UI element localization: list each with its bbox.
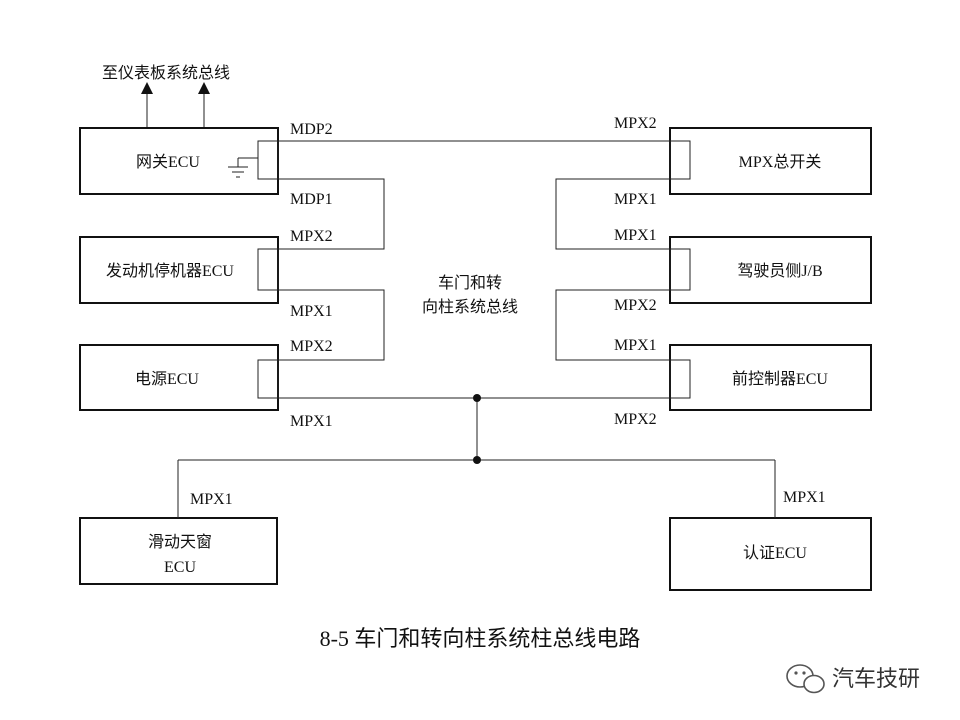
power-ecu-label: 电源ECU	[135, 370, 199, 388]
port-label-pwr-mpx1: MPX1	[290, 413, 333, 430]
power-port	[257, 359, 279, 399]
port-label-pwr-mpx2: MPX2	[290, 338, 333, 355]
port-label-gw-mdp1: MDP1	[290, 191, 333, 208]
dashboard-bus-arrows	[141, 82, 210, 128]
port-label-eng-mpx1: MPX1	[290, 303, 333, 320]
port-label-eng-mpx2: MPX2	[290, 228, 333, 245]
engine-immobiliser-ecu-label: 发动机停机器ECU	[106, 262, 234, 280]
port-label-sw-mpx1: MPX1	[614, 191, 657, 208]
gateway-ecu-label: 网关ECU	[136, 153, 200, 171]
wechat-icon	[786, 664, 825, 694]
port-label-fc-mpx2: MPX2	[614, 411, 657, 428]
ground-icon	[228, 157, 258, 178]
front-controller-ecu-box	[669, 344, 872, 411]
engine-immobiliser-ecu-box	[79, 236, 279, 304]
driver-side-jb-label: 驾驶员侧J/B	[737, 262, 822, 280]
center-bus-label-line2: 向柱系统总线	[422, 298, 518, 316]
dashboard-bus-label: 至仪表板系统总线	[102, 64, 230, 82]
figure-caption: 8-5 车门和转向柱系统柱总线电路	[320, 626, 641, 651]
port-label-fc-mpx1: MPX1	[614, 337, 657, 354]
port-label-jb-mpx2: MPX2	[614, 297, 657, 314]
mpx-master-switch-box	[669, 127, 872, 195]
driver-side-jb-box	[669, 236, 872, 304]
front-controller-port	[669, 359, 691, 399]
gateway-port	[257, 140, 279, 180]
mpx-switch-port	[669, 140, 691, 180]
center-bus-label-line1: 车门和转	[438, 274, 502, 292]
junction-dot-upper	[473, 394, 481, 402]
driver-jb-port	[669, 248, 691, 291]
engine-port	[257, 248, 279, 291]
authentication-ecu-box	[669, 517, 872, 591]
authentication-ecu-label: 认证ECU	[743, 544, 807, 562]
port-label-jb-mpx1: MPX1	[614, 227, 657, 244]
port-label-sunroof-mpx1: MPX1	[190, 491, 233, 508]
junction-dot-lower	[473, 456, 481, 464]
port-label-gw-mdp2: MDP2	[290, 121, 333, 138]
front-controller-ecu-label: 前控制器ECU	[732, 370, 828, 388]
port-label-sw-mpx2: MPX2	[614, 115, 657, 132]
sliding-sunroof-label-line2: ECU	[164, 559, 196, 576]
gateway-ecu-box	[79, 127, 279, 195]
port-label-auth-mpx1: MPX1	[783, 489, 826, 506]
watermark-text: 汽车技研	[832, 667, 920, 692]
mpx-master-switch-label: MPX总开关	[739, 153, 822, 171]
sliding-sunroof-label-line1: 滑动天窗	[148, 533, 212, 551]
